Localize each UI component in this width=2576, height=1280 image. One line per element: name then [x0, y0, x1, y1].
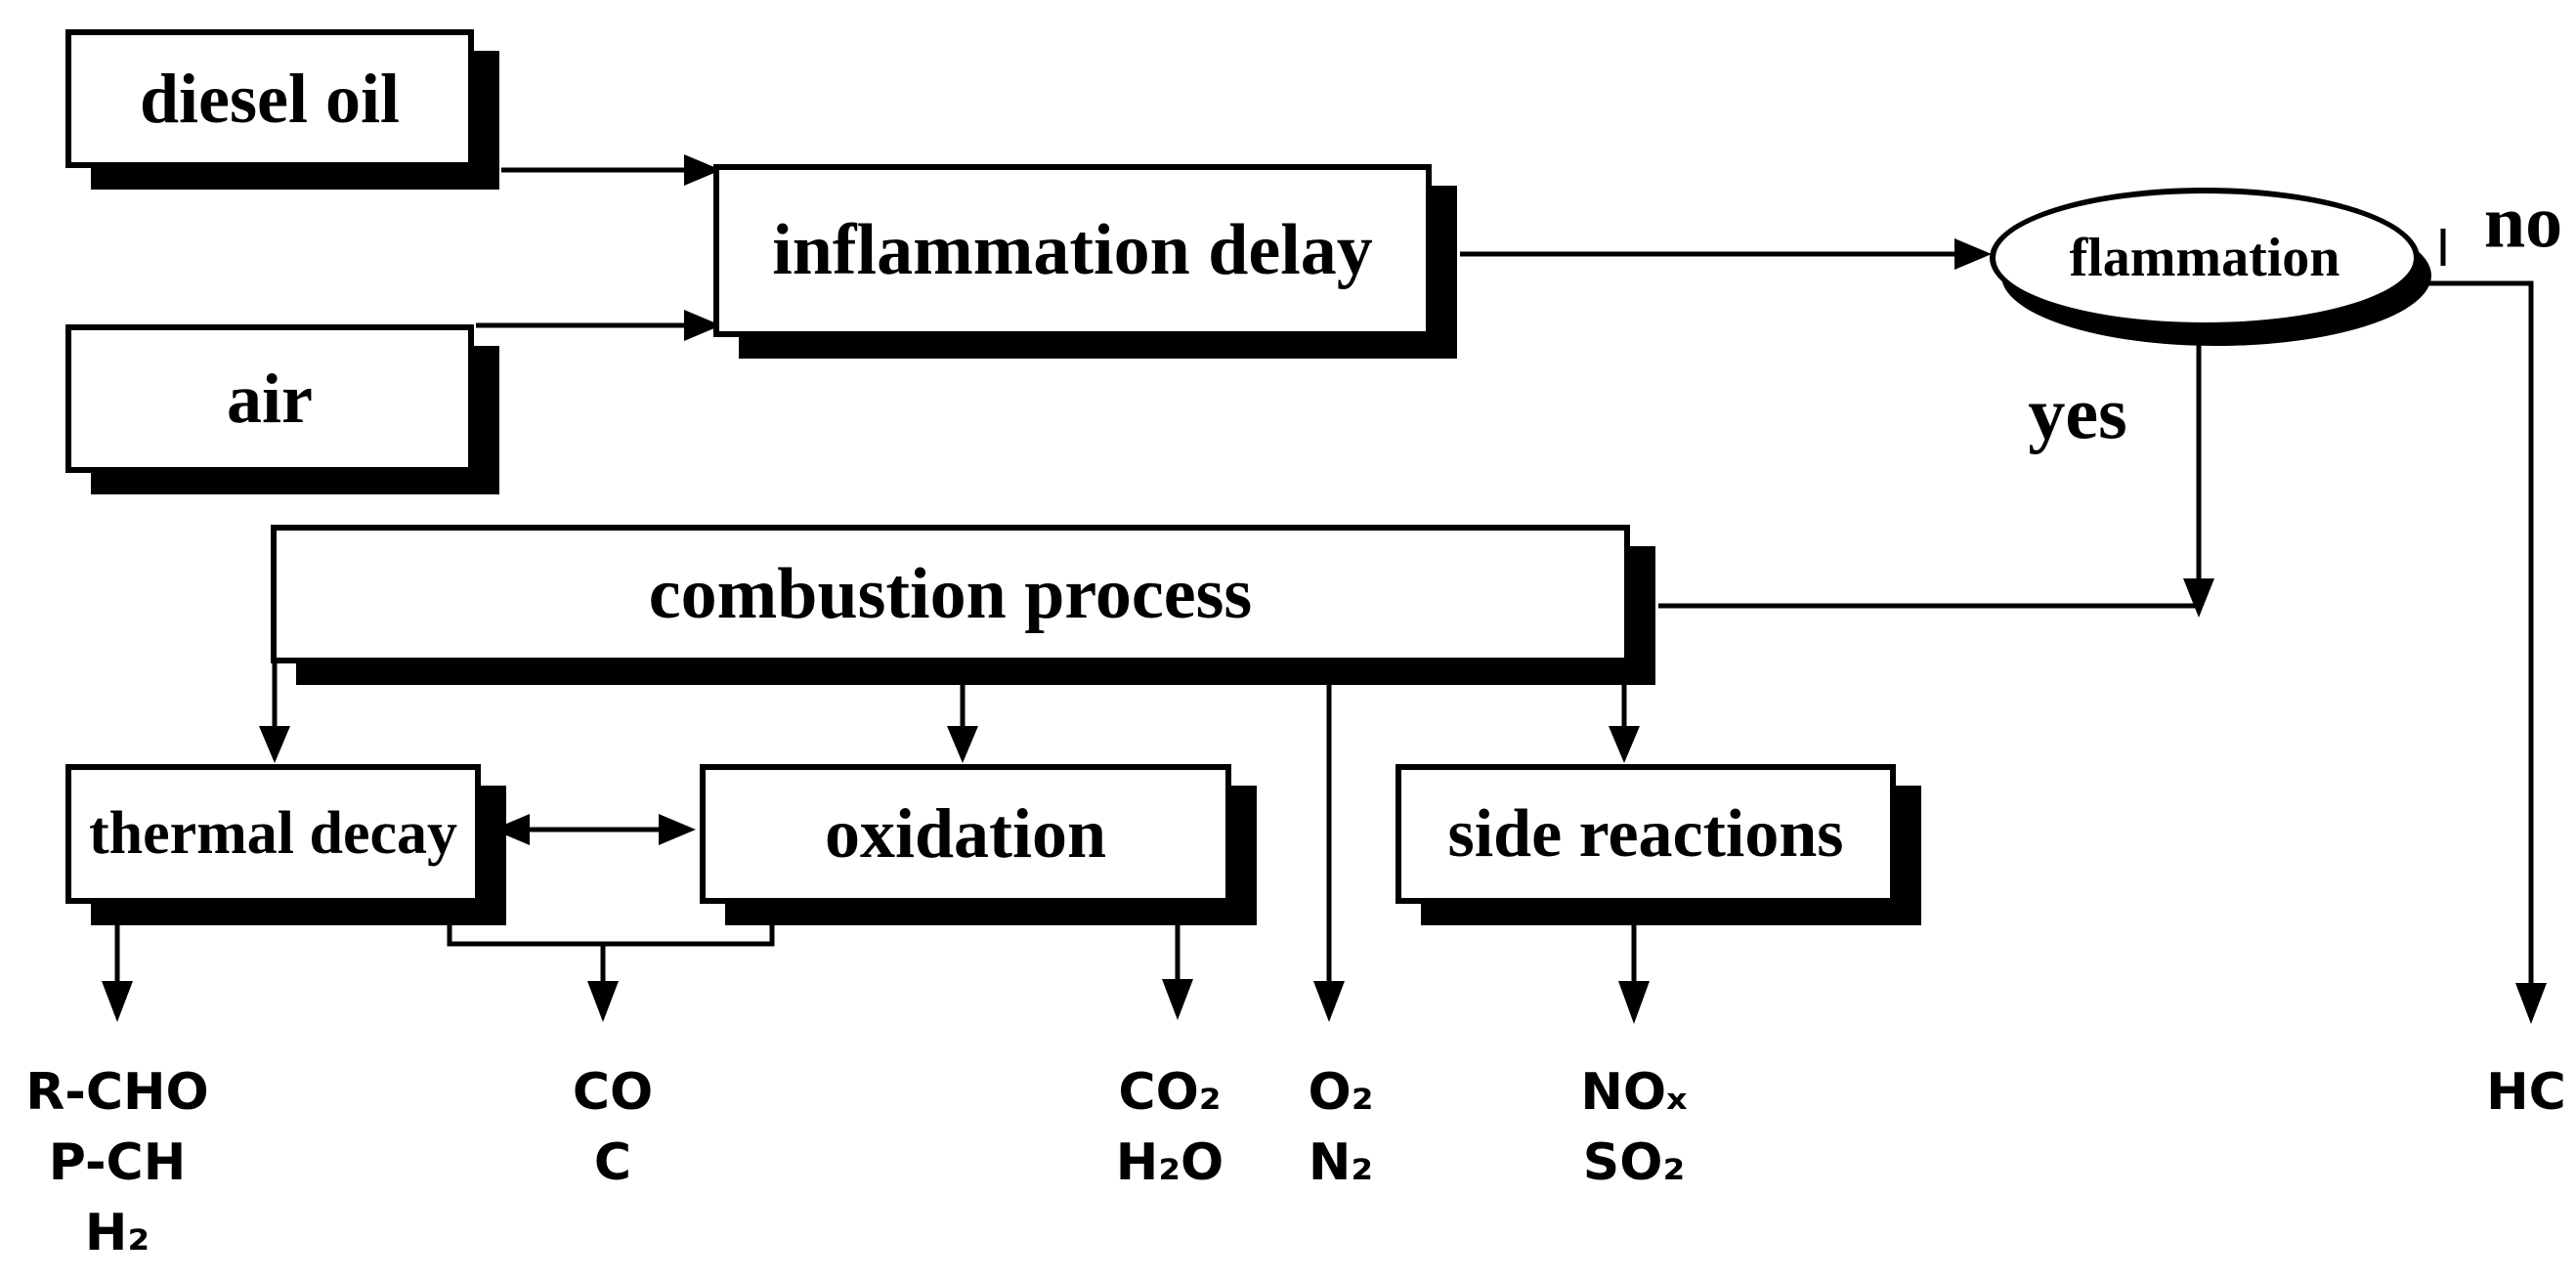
- arrow-thermal-to-rcho: [102, 917, 133, 1022]
- node-oxidation-label: oxidation: [824, 794, 1107, 873]
- product-label: SO₂: [1582, 1133, 1686, 1192]
- arrow-oxidation-to-co2: [1162, 922, 1193, 1020]
- product-label: HC: [2486, 1063, 2566, 1122]
- arrow-combustion-to-oxidation: [947, 682, 978, 763]
- product-label: NOₓ: [1580, 1063, 1688, 1122]
- node-inflammation-delay-label: inflammation delay: [772, 210, 1373, 290]
- arrow-thermal-oxidation-bidirectional: [493, 814, 696, 845]
- arrow-combustion-to-thermal-decay: [259, 661, 290, 763]
- node-flammation: flammation: [1990, 188, 2420, 328]
- arrow-combustion-to-side-reactions: [1609, 682, 1640, 763]
- arrow-side-to-nox: [1618, 924, 1650, 1024]
- product-label: O₂: [1308, 1063, 1374, 1122]
- arrow-shared-to-co: [447, 917, 775, 1022]
- product-label: R-CHO: [25, 1063, 209, 1122]
- products-shared-co-c: CO C: [573, 1057, 653, 1198]
- product-label: CO₂: [1118, 1063, 1222, 1122]
- arrow-no-path-to-hc: [2422, 229, 2547, 1024]
- product-label: H₂: [84, 1204, 150, 1262]
- node-thermal-decay: thermal decay: [65, 764, 481, 904]
- node-combustion-process-label: combustion process: [648, 553, 1253, 634]
- branch-label-yes: yes: [2028, 372, 2127, 455]
- node-diesel-oil-label: diesel oil: [140, 59, 400, 138]
- product-label: CO: [572, 1063, 654, 1122]
- product-label: P-CH: [48, 1133, 187, 1192]
- branch-label-no: no: [2483, 181, 2563, 264]
- product-label: N₂: [1308, 1133, 1374, 1192]
- arrow-yes-path: [1658, 328, 2214, 618]
- arrow-combustion-to-o2n2: [1313, 672, 1345, 1022]
- node-flammation-label: flammation: [2069, 228, 2340, 288]
- product-label: H₂O: [1115, 1133, 1224, 1192]
- node-air: air: [65, 324, 474, 473]
- products-side-reactions: NOₓ SO₂: [1580, 1057, 1687, 1198]
- node-oxidation: oxidation: [700, 764, 1231, 904]
- products-combustion-direct: O₂ N₂: [1309, 1057, 1374, 1198]
- node-combustion-process: combustion process: [271, 525, 1630, 663]
- node-side-reactions-label: side reactions: [1447, 795, 1844, 872]
- products-thermal-decay: R-CHO P-CH H₂: [25, 1057, 209, 1268]
- node-side-reactions: side reactions: [1395, 764, 1896, 904]
- node-diesel-oil: diesel oil: [65, 29, 474, 168]
- products-oxidation: CO₂ H₂O: [1116, 1057, 1224, 1198]
- node-air-label: air: [227, 359, 313, 438]
- arrow-air-to-inflammation: [476, 310, 721, 341]
- node-inflammation-delay: inflammation delay: [713, 164, 1432, 337]
- product-label: C: [593, 1133, 632, 1192]
- products-no-flammation: HC: [2486, 1057, 2566, 1128]
- node-thermal-decay-label: thermal decay: [88, 800, 458, 867]
- arrow-diesel-to-inflammation: [501, 154, 721, 186]
- arrow-inflammation-to-flammation: [1460, 238, 1992, 270]
